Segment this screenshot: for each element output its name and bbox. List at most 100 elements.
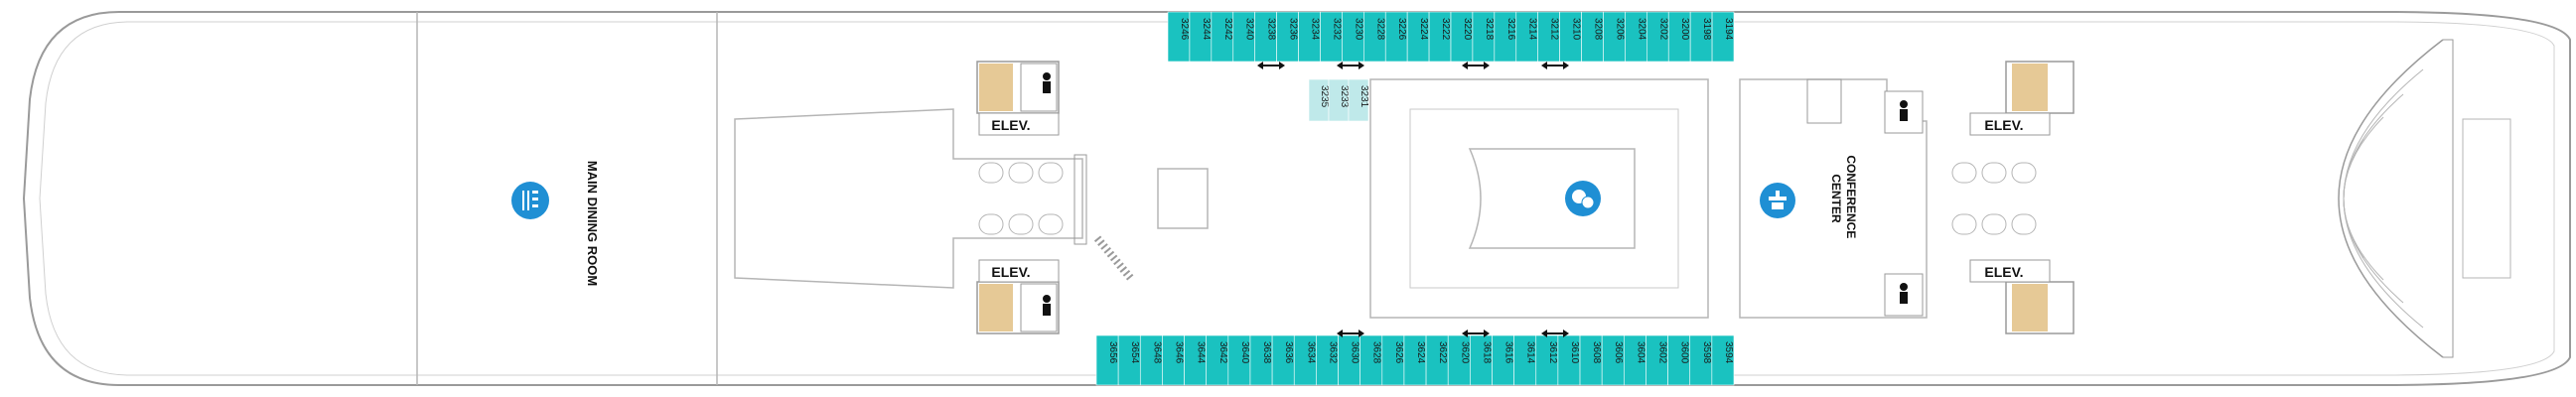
elevator-shafts-aft: [1951, 162, 2037, 235]
cabin-3234[interactable]: 3234: [1298, 11, 1321, 63]
cabin-3604[interactable]: 3604: [1624, 334, 1646, 386]
hull-inner-line: [39, 21, 2555, 376]
cabin-3202[interactable]: 3202: [1646, 11, 1669, 63]
cabin-3600[interactable]: 3600: [1667, 334, 1691, 386]
cabin-3212[interactable]: 3212: [1537, 11, 1560, 63]
cabin-number: 3212: [1549, 18, 1560, 41]
conference-icon: [1760, 183, 1795, 218]
cabin-number: 3600: [1679, 341, 1690, 364]
cabin-number: 3210: [1571, 18, 1582, 41]
cabin-3618[interactable]: 3618: [1470, 334, 1493, 386]
cabin-number: 3634: [1305, 341, 1316, 364]
cabin-3246[interactable]: 3246: [1167, 11, 1191, 63]
cabin-3210[interactable]: 3210: [1559, 11, 1582, 63]
cabin-3624[interactable]: 3624: [1403, 334, 1427, 386]
cabin-number: 3614: [1525, 341, 1536, 364]
cabin-3224[interactable]: 3224: [1406, 11, 1430, 63]
cabin-3622[interactable]: 3622: [1425, 334, 1449, 386]
cabin-3632[interactable]: 3632: [1316, 334, 1339, 386]
cabin-3648[interactable]: 3648: [1139, 334, 1163, 386]
elevator-shafts-fwd: [978, 162, 1064, 235]
cabin-3610[interactable]: 3610: [1557, 334, 1581, 386]
cabin-3630[interactable]: 3630: [1338, 334, 1360, 386]
cabin-3240[interactable]: 3240: [1232, 11, 1255, 63]
cabin-3654[interactable]: 3654: [1117, 334, 1141, 386]
cabin-3620[interactable]: 3620: [1447, 334, 1471, 386]
cabin-number: 3206: [1614, 18, 1625, 41]
elevator-label-fwd-top: ELEV.: [991, 117, 1030, 133]
cabin-3238[interactable]: 3238: [1254, 11, 1277, 63]
cabin-3198[interactable]: 3198: [1689, 11, 1713, 63]
cabin-3226[interactable]: 3226: [1384, 11, 1408, 63]
cabin-3636[interactable]: 3636: [1271, 334, 1295, 386]
cabin-3233[interactable]: 3233: [1328, 78, 1350, 122]
service-room: [1157, 168, 1209, 229]
cabin-3644[interactable]: 3644: [1184, 334, 1207, 386]
cabin-3231[interactable]: 3231: [1348, 78, 1369, 122]
main-dining-room-label: MAIN DINING ROOM: [585, 161, 600, 286]
cabin-3218[interactable]: 3218: [1472, 11, 1496, 63]
stair-fwd-top: [979, 64, 1013, 111]
cabin-3638[interactable]: 3638: [1249, 334, 1273, 386]
cabin-number: 3216: [1505, 18, 1516, 41]
cabin-number: 3244: [1201, 18, 1212, 41]
ship-hull: [22, 11, 2571, 386]
cabin-3616[interactable]: 3616: [1492, 334, 1514, 386]
cabin-3236[interactable]: 3236: [1276, 11, 1299, 63]
cabin-3206[interactable]: 3206: [1603, 11, 1626, 63]
escalator: [1093, 235, 1136, 283]
cabin-3228[interactable]: 3228: [1363, 11, 1386, 63]
connecting-arrow-icon: [1337, 330, 1364, 337]
stair-aft-top: [2012, 64, 2048, 111]
cabin-3208[interactable]: 3208: [1581, 11, 1604, 63]
cabin-3656[interactable]: 3656: [1095, 334, 1119, 386]
cabin-3614[interactable]: 3614: [1513, 334, 1537, 386]
theater-icon: [1565, 181, 1601, 216]
cabin-3230[interactable]: 3230: [1342, 11, 1364, 63]
cabin-3222[interactable]: 3222: [1428, 11, 1452, 63]
central-venue: [1369, 78, 1709, 319]
cabin-number: 3226: [1396, 18, 1407, 41]
cabin-3220[interactable]: 3220: [1450, 11, 1474, 63]
cabin-3232[interactable]: 3232: [1320, 11, 1343, 63]
lobby-rail: [1073, 154, 1087, 245]
cabin-3216[interactable]: 3216: [1494, 11, 1517, 63]
elevator-label-fwd-bottom: ELEV.: [991, 264, 1030, 280]
cabin-3646[interactable]: 3646: [1162, 334, 1185, 386]
cabin-3642[interactable]: 3642: [1206, 334, 1229, 386]
connecting-arrow-icon: [1541, 62, 1569, 69]
cabin-3244[interactable]: 3244: [1189, 11, 1213, 63]
cabin-3594[interactable]: 3594: [1711, 334, 1735, 386]
cabin-number: 3618: [1481, 341, 1492, 364]
cabin-3608[interactable]: 3608: [1579, 334, 1603, 386]
cabin-3235[interactable]: 3235: [1308, 78, 1330, 122]
cabin-3598[interactable]: 3598: [1689, 334, 1713, 386]
cabin-number: 3644: [1196, 341, 1207, 364]
cabin-number: 3231: [1359, 85, 1369, 108]
cabin-3200[interactable]: 3200: [1667, 11, 1691, 63]
conference-center-label: CONFERENCE CENTER: [1829, 155, 1858, 241]
cabin-number: 3608: [1591, 341, 1602, 364]
connecting-arrow-icon: [1541, 330, 1569, 337]
cabin-3194[interactable]: 3194: [1711, 11, 1735, 63]
cabin-number: 3232: [1331, 18, 1342, 41]
cabin-3242[interactable]: 3242: [1211, 11, 1234, 63]
cabin-3612[interactable]: 3612: [1535, 334, 1559, 386]
cabin-3602[interactable]: 3602: [1646, 334, 1668, 386]
cabin-3626[interactable]: 3626: [1381, 334, 1405, 386]
cabin-3214[interactable]: 3214: [1515, 11, 1538, 63]
connecting-arrow-icon: [1462, 62, 1490, 69]
cabin-3634[interactable]: 3634: [1293, 334, 1317, 386]
stair-fwd-bottom: [979, 284, 1013, 331]
elevator-label-aft-bottom: ELEV.: [1984, 264, 2023, 280]
cabin-3628[interactable]: 3628: [1360, 334, 1383, 386]
cabin-number: 3654: [1129, 341, 1140, 364]
cabin-3606[interactable]: 3606: [1601, 334, 1625, 386]
conference-center-label-line2: CENTER: [1829, 174, 1843, 223]
cabin-3640[interactable]: 3640: [1227, 334, 1251, 386]
stair-aft-bottom: [2012, 284, 2048, 331]
cabin-3204[interactable]: 3204: [1625, 11, 1647, 63]
